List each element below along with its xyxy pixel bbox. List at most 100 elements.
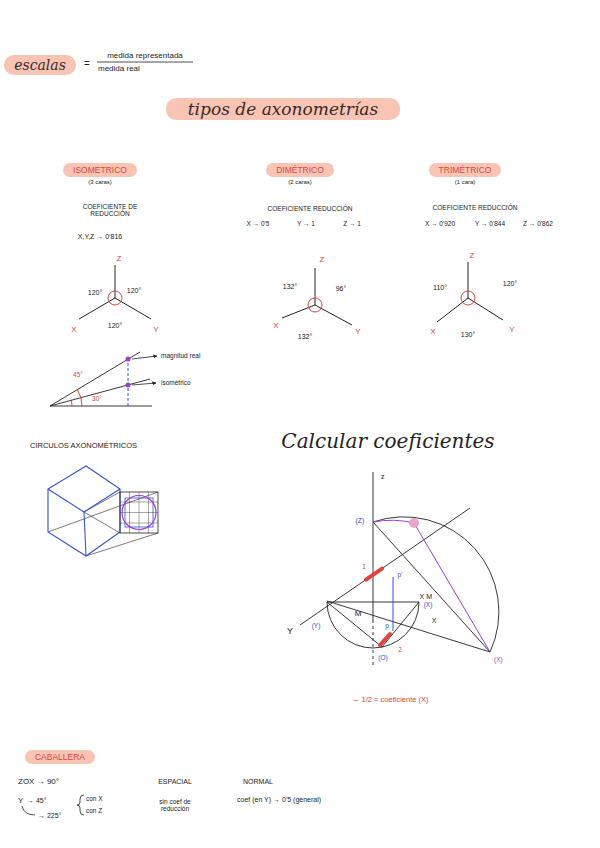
angle-value: 120° [503,280,517,288]
measure-segment [366,569,382,580]
origin-circle [308,298,322,312]
point-name: M [355,609,362,618]
cube-edge [84,512,86,556]
fraction-bar [97,62,193,63]
angle-value: 30° [92,395,102,402]
coefficient-value: Z → 1 [343,220,361,227]
callout-text: magnitud real [161,352,200,359]
y-axis-line [300,508,470,625]
axis-name: X [430,327,435,336]
section-highlight: DIMÉTRICO(2 caras) [266,163,334,177]
origin-circle [108,291,122,305]
iso-cube [48,466,120,556]
axis-line [79,298,115,319]
half-circle [327,602,419,648]
leader-line [132,383,156,385]
square-outline [120,492,158,533]
origin-circle [461,291,475,305]
sub-heading: ESPACIAL [158,778,192,786]
result-note: → 1/2 = coeficiente (X) [352,696,429,705]
axis-line [315,305,352,325]
page-title: tipos de axonometrías [166,98,400,120]
section-title: escalas [14,57,66,73]
axis-name: Y [355,327,360,336]
axis-line [315,268,316,305]
callout-number: 2 [398,646,402,653]
axis-name: Z [320,255,325,264]
section-highlight: CABALLERA [25,750,95,764]
callout-number: 1 [362,563,366,570]
note-text: COEFICIENTE DE REDUCCIÓN [73,203,148,218]
projection-line [84,512,120,533]
angle-value: 130° [461,331,475,339]
axis-name: X [71,325,76,334]
iso-line [50,379,150,406]
cube-outline [48,466,120,556]
axis-name: Y [18,796,23,805]
coefficient-value: X,Y,Z → 0'816 [78,233,122,241]
axis-line [115,298,151,319]
point-name: (Z) [356,517,365,525]
angle-value: 45° [73,371,83,378]
projection-line [393,577,394,631]
base-line [50,406,152,407]
section-title: DIMÉTRICO [276,165,324,175]
line-name: X M [420,593,432,601]
triangle-side [327,602,382,647]
section-title: ISOMETRICO [73,165,127,175]
face-count: (3 caras) [88,179,112,186]
projection-line [86,533,158,556]
axis-name: Z [117,254,122,263]
hypotenuse-line [373,522,490,652]
note-text: COEFICIENTE REDUCCIÓN [268,205,353,212]
coefficient-value: Y → 0'844 [475,220,505,227]
angle-rule: → 45° [27,797,47,805]
isometric-axes [79,265,151,319]
dimetric-axes [282,268,352,325]
z-axis [373,472,374,620]
point-name: p [385,622,389,629]
callout-text: isométrico [161,379,191,386]
inscribed-circle [122,496,156,530]
section-heading: CIRCULOS AXONOMÉTRICOS [30,442,137,451]
front-square [120,492,158,533]
fraction-numerator: medida representada [107,51,183,60]
angle-value: 132° [283,283,297,291]
point-name: (O) [378,654,387,661]
note-text: coef (en Y) → 0'5 (general) [237,796,321,804]
section-highlight: TRIMÉTRICO(1 cara) [429,163,502,177]
branch-line [22,806,35,815]
sub-heading: NORMAL [243,778,273,786]
grid-line [120,512,158,513]
projection-line [48,492,158,532]
point-name: (X) [424,601,433,608]
line-name: X [432,617,437,625]
coefficient-value: X → 0'5 [247,220,270,227]
triangle-side [382,602,419,647]
axis-name: Y [153,325,158,334]
section-title: CABALLERA [35,752,85,762]
projection-lines [48,492,158,556]
note-text: sin coef de reducción [148,798,203,813]
axis-name: Y [287,626,293,636]
section-highlight: ISOMETRICO(3 caras) [63,163,137,177]
point-dot [126,357,131,362]
reduction-figure [50,352,152,406]
angle-value: 96° [336,285,347,293]
note-text: con X [86,795,103,802]
coefficient-value: X → 0'920 [425,220,455,227]
note-text: COEFICIENTE REDUCCIÓN [433,204,518,211]
leader-line [132,356,157,359]
x-trace-line [327,601,490,652]
angle-rule: ZOX → 90° [18,777,59,786]
axis-line [437,298,468,322]
fraction-denominator: medida real [98,64,140,73]
rotation-line [373,520,490,652]
section-title: TRIMÉTRICO [439,165,492,175]
note-text: con Z [86,807,102,814]
coefficient-value: Z → 0'862 [523,220,553,227]
angle-value: 110° [433,284,447,292]
angle-value: 132° [298,333,312,341]
